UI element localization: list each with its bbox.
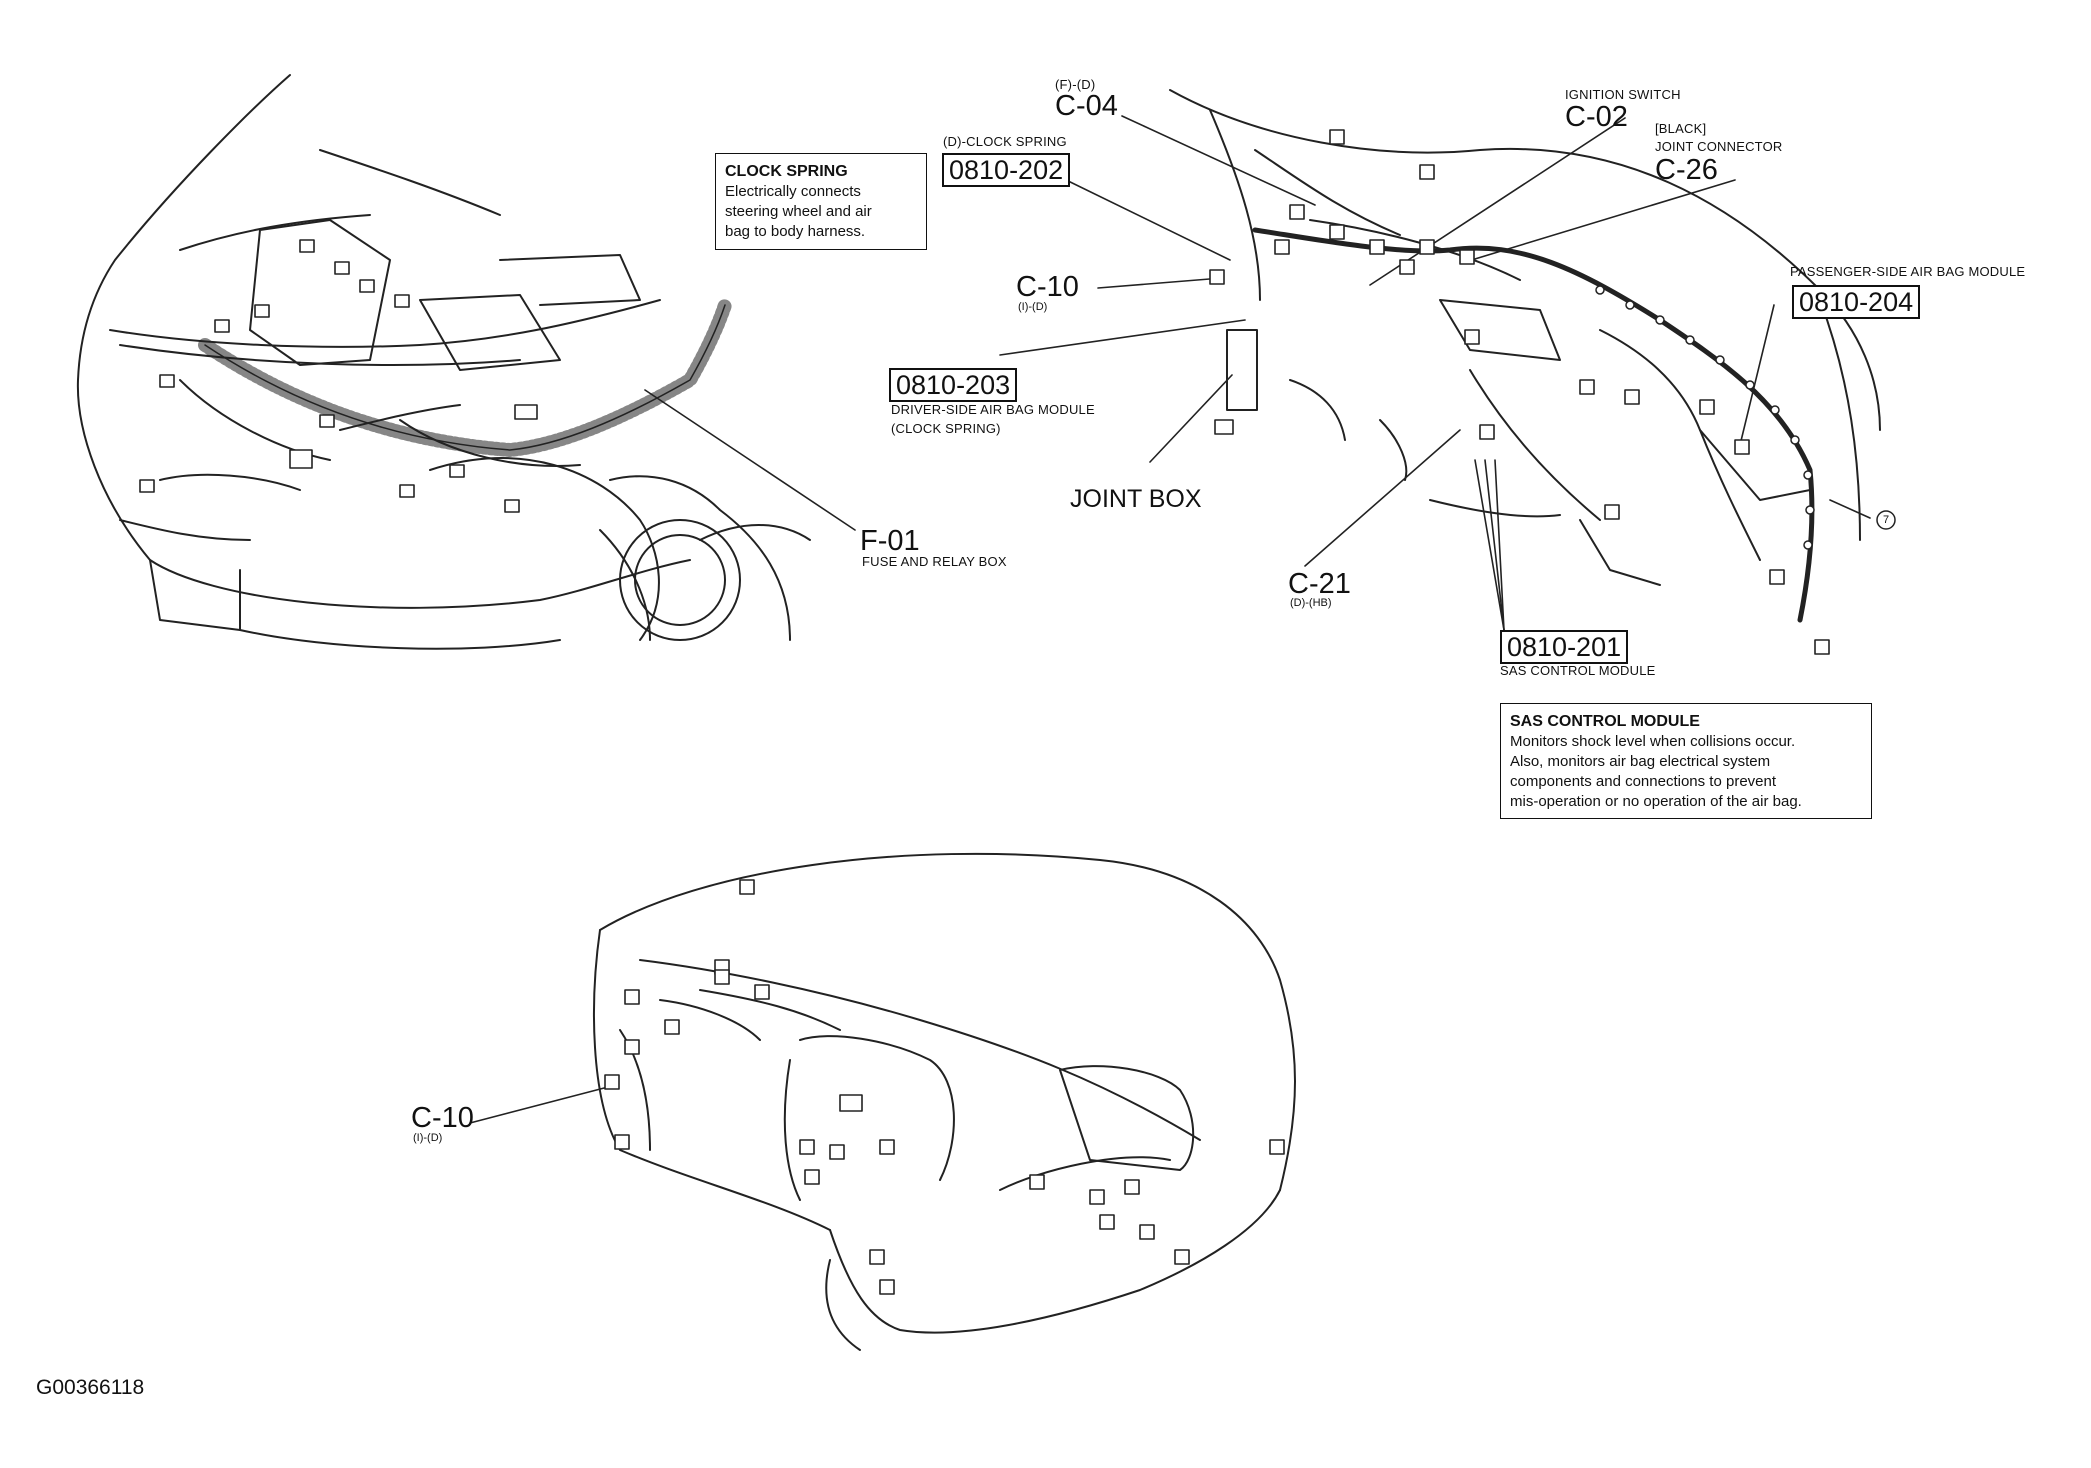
info-box-sas-title: SAS CONTROL MODULE bbox=[1510, 713, 1700, 730]
joint-box-label: JOINT BOX bbox=[1070, 485, 1202, 513]
c21-sub-label: (D)-(HB) bbox=[1290, 597, 1332, 609]
c04-code-label: C-04 bbox=[1055, 90, 1118, 122]
driver-module-sublabel: (CLOCK SPRING) bbox=[891, 421, 1001, 436]
c10-bottom-sub-label: (I)-(D) bbox=[413, 1132, 443, 1144]
info-box-clock-spring-line: Electrically connects bbox=[725, 183, 861, 201]
f01-sub-label: FUSE AND RELAY BOX bbox=[862, 554, 1007, 569]
c10-top-sub-label: (I)-(D) bbox=[1018, 301, 1048, 313]
c26-black-label: [BLACK] bbox=[1655, 121, 1707, 136]
c10-top-code-label: C-10 bbox=[1016, 271, 1079, 303]
dashboard-harness-illustration bbox=[1169, 89, 1881, 586]
clock-spring-label: (D)-CLOCK SPRING bbox=[943, 134, 1067, 149]
harness-band bbox=[198, 298, 732, 457]
reference-circle bbox=[1876, 510, 1896, 530]
info-box-sas-line: components and connections to prevent bbox=[1510, 772, 1777, 790]
ignition-switch-label: IGNITION SWITCH bbox=[1565, 87, 1681, 102]
sas-control-module-label: SAS CONTROL MODULE bbox=[1500, 663, 1656, 678]
c26-joint-connector-label: JOINT CONNECTOR bbox=[1655, 139, 1783, 154]
c04-sub-label: (F)-(D) bbox=[1055, 77, 1096, 92]
box-0810-203: 0810-203 bbox=[889, 368, 1018, 403]
connectors bbox=[139, 129, 1830, 1295]
box-0810-202: 0810-202 bbox=[942, 153, 1071, 188]
instrument-panel-illustration bbox=[593, 852, 1296, 1351]
passenger-module-label: PASSENGER-SIDE AIR BAG MODULE bbox=[1790, 264, 2026, 279]
info-box-clock-spring-title: CLOCK SPRING bbox=[725, 163, 848, 180]
info-box-sas-line: mis-operation or no operation of the air… bbox=[1510, 792, 1802, 810]
info-box-clock-spring-line: bag to body harness. bbox=[725, 222, 866, 240]
c02-code-label: C-02 bbox=[1565, 101, 1628, 133]
driver-module-label: DRIVER-SIDE AIR BAG MODULE bbox=[891, 402, 1095, 417]
figure-id: G00366118 bbox=[36, 1376, 145, 1399]
info-box-sas-line: Monitors shock level when collisions occ… bbox=[1510, 733, 1796, 751]
box-0810-204: 0810-204 bbox=[1792, 285, 1921, 320]
leader-lines bbox=[469, 115, 1871, 1124]
info-box-sas-module: SAS CONTROL MODULE Monitors shock level … bbox=[1500, 703, 1872, 820]
c26-code-label: C-26 bbox=[1655, 154, 1718, 186]
reference-circle-number: 7 bbox=[1883, 514, 1890, 526]
c10-bottom-code-label: C-10 bbox=[411, 1102, 474, 1134]
box-0810-201: 0810-201 bbox=[1500, 630, 1629, 665]
info-box-clock-spring-line: steering wheel and air bbox=[725, 202, 872, 220]
engine-bay-illustration bbox=[76, 74, 811, 650]
info-box-clock-spring: CLOCK SPRING Electrically connects steer… bbox=[715, 153, 927, 250]
c21-code-label: C-21 bbox=[1288, 568, 1351, 600]
info-box-sas-line: Also, monitors air bag electrical system bbox=[1510, 752, 1771, 770]
f01-code-label: F-01 bbox=[860, 525, 920, 557]
